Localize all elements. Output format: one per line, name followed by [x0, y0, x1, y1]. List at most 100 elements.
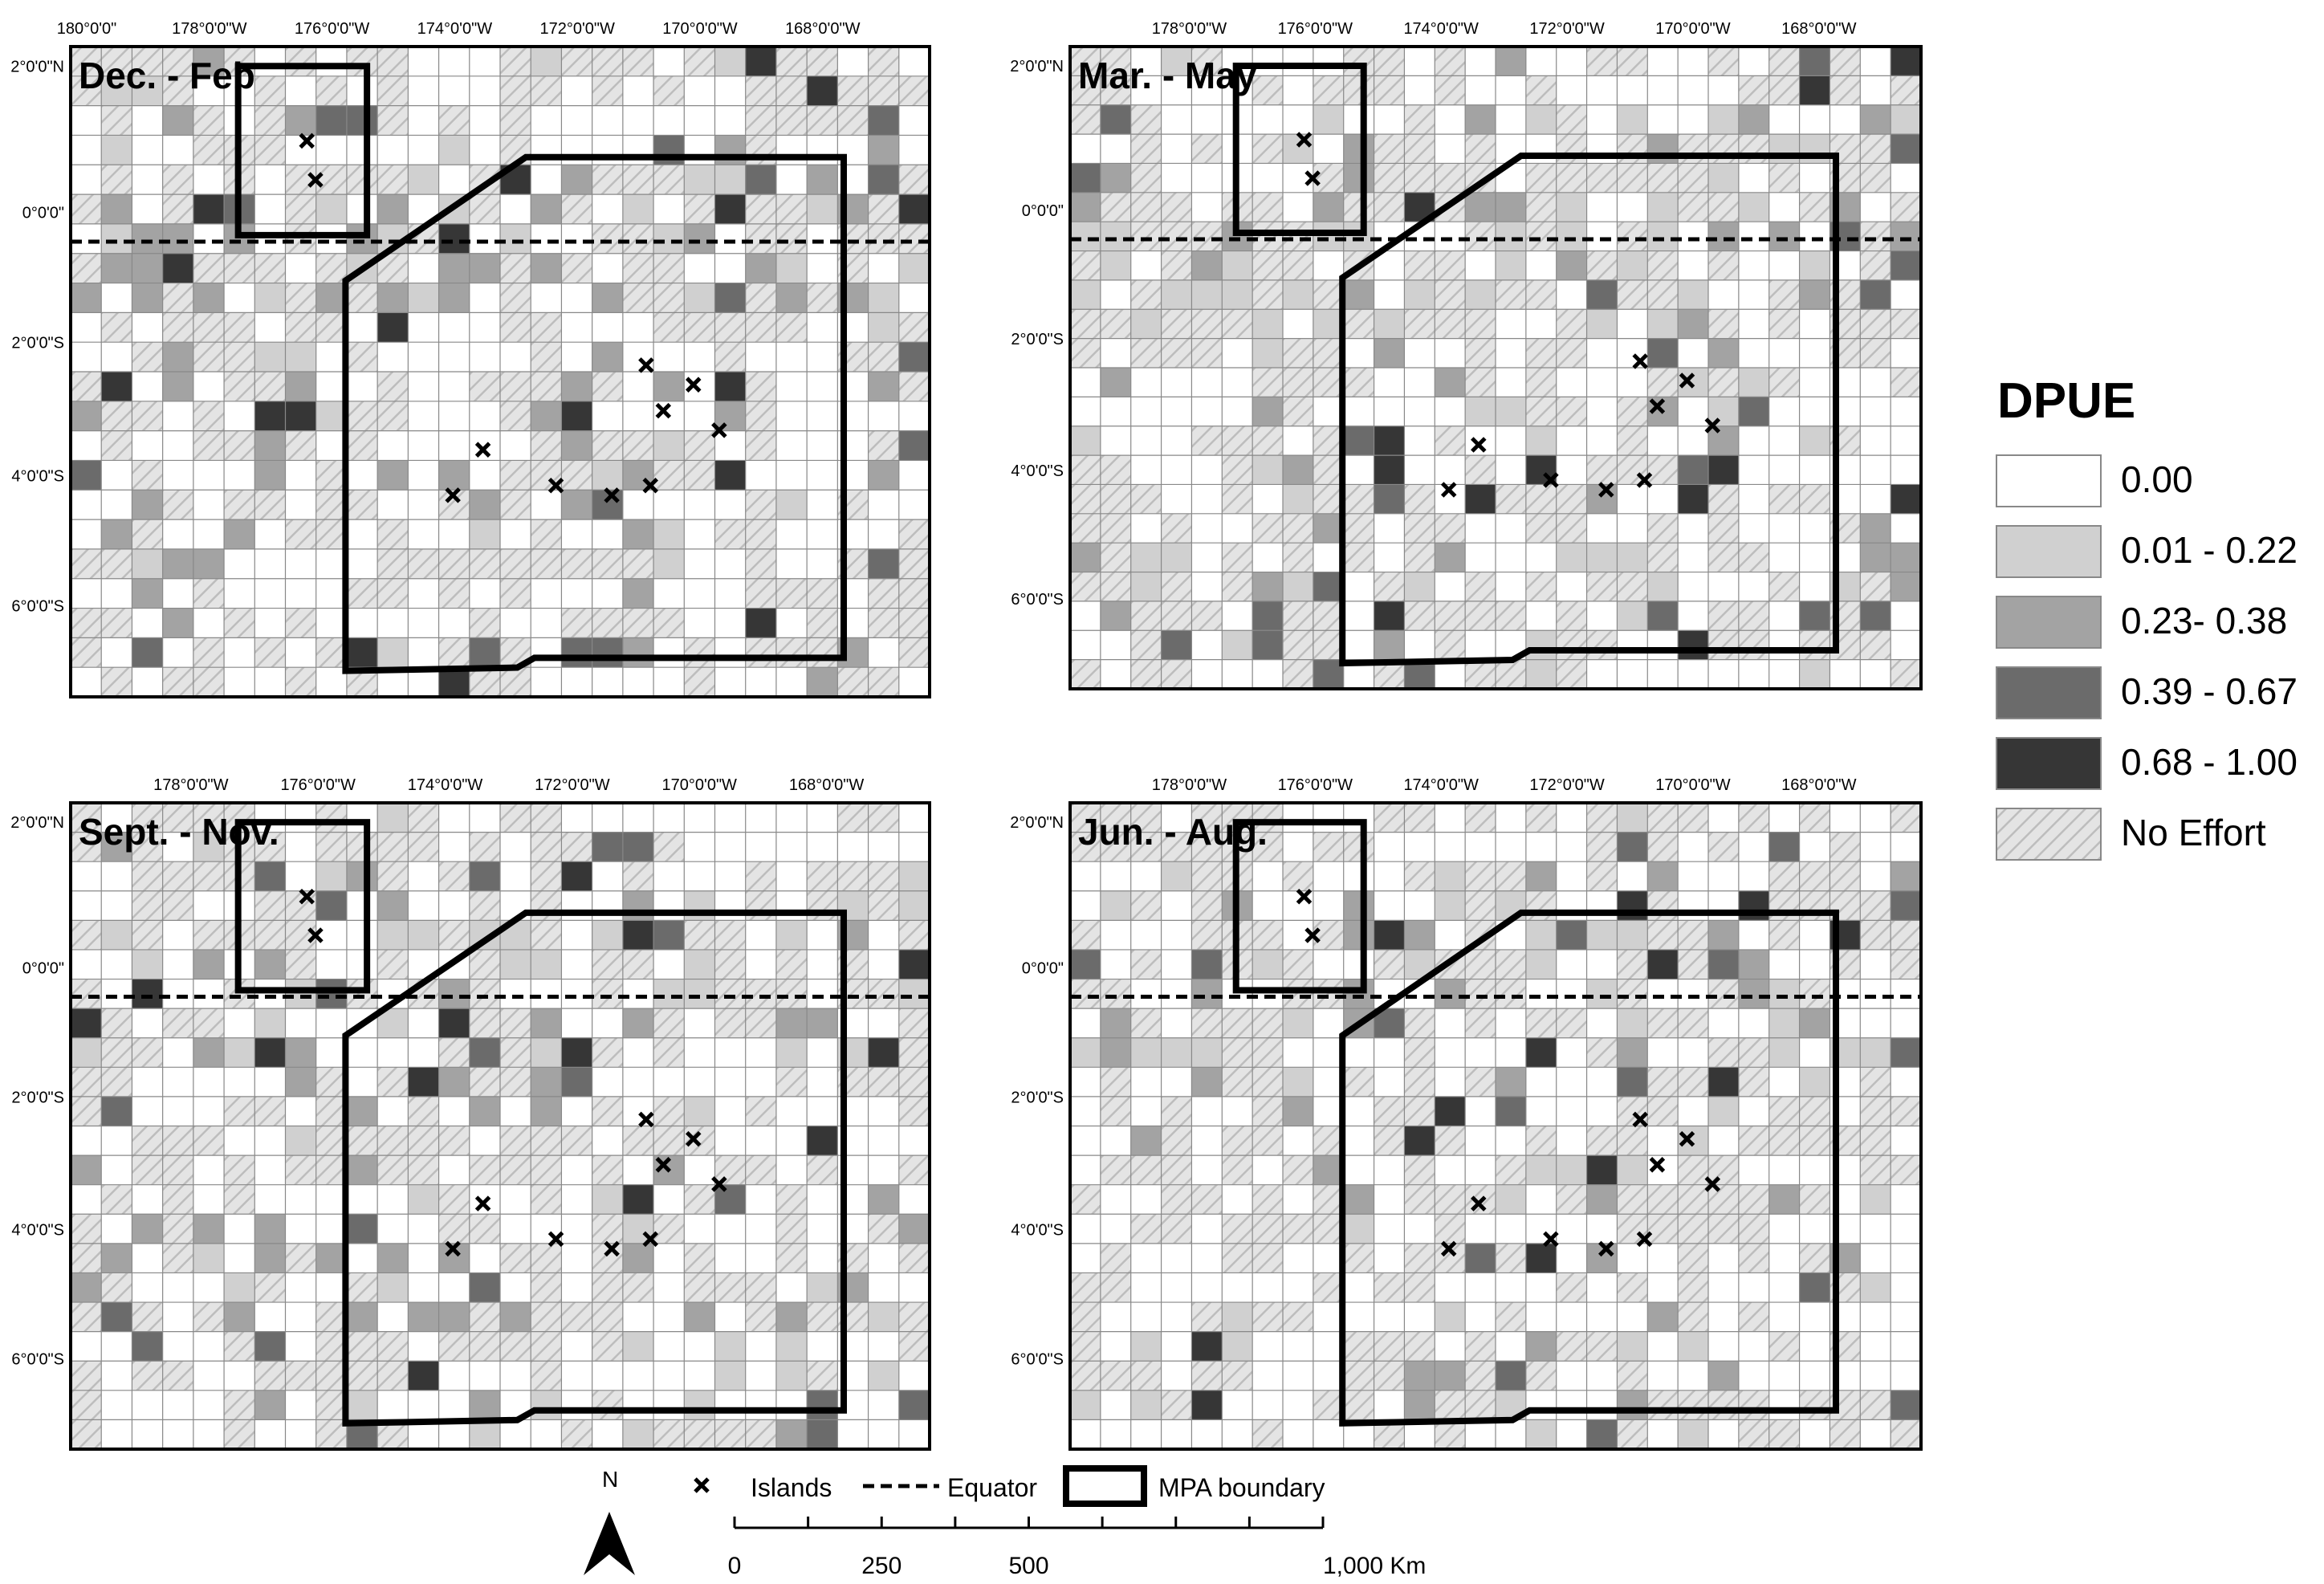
grid-cell: [1283, 803, 1313, 833]
grid-cell: [1465, 1302, 1496, 1332]
grid-cell: [653, 490, 685, 520]
grid-cell: [1891, 601, 1921, 631]
grid-cell: [561, 832, 592, 862]
island-marker: [1296, 132, 1313, 148]
grid-cell: [101, 920, 132, 950]
grid-cell: [714, 1008, 746, 1038]
grid-cell: [1738, 920, 1769, 950]
grid-cell: [71, 135, 102, 165]
grid-cell: [1525, 309, 1557, 339]
grid-cell: [162, 135, 193, 165]
lat-label: 2°0'0"S: [11, 335, 64, 352]
grid-cell: [1313, 1361, 1344, 1391]
grid-cell: [1070, 1184, 1101, 1215]
grid-cell: [653, 832, 685, 862]
grid-cell: [101, 165, 132, 195]
grid-cell: [1283, 979, 1313, 1009]
grid-cell: [101, 832, 132, 862]
grid-cell: [1313, 803, 1344, 833]
grid-cell: [1130, 1302, 1162, 1332]
grid-cell: [653, 1243, 685, 1273]
grid-cell: [1191, 1214, 1223, 1244]
grid-cell: [193, 1067, 225, 1097]
grid-cell: [1130, 368, 1162, 397]
grid-cell: [1891, 368, 1921, 397]
grid-cell: [377, 460, 409, 491]
grid-cell: [807, 47, 838, 76]
grid-cell: [1161, 1155, 1192, 1185]
grid-cell: [1313, 1155, 1344, 1185]
grid-cell: [1678, 920, 1708, 950]
grid-cell: [1343, 1361, 1374, 1391]
grid-cell: [684, 1096, 715, 1126]
grid-cell: [1435, 1037, 1466, 1068]
grid-cell: [1708, 104, 1739, 135]
grid-cell: [1556, 1008, 1587, 1038]
grid-cell: [315, 1008, 347, 1038]
grid-cell: [868, 803, 899, 833]
island-marker: [474, 1195, 491, 1211]
grid-cell: [622, 548, 654, 579]
grid-cell: [1191, 250, 1223, 280]
grid-cell: [561, 1243, 592, 1273]
grid-cell: [315, 1126, 347, 1156]
grid-cell: [469, 548, 500, 579]
grid-cell: [1343, 1390, 1374, 1420]
grid-cell: [1708, 543, 1739, 572]
grid-cell: [1586, 368, 1618, 397]
grid-cell: [1617, 803, 1648, 833]
grid-cell: [469, 1008, 500, 1038]
grid-cell: [1191, 222, 1223, 251]
grid-cell: [1435, 1184, 1466, 1215]
grid-cell: [408, 165, 439, 195]
grid-cell: [377, 1214, 409, 1244]
grid-cell: [561, 578, 592, 609]
grid-cell: [132, 460, 163, 491]
grid-cell: [1496, 368, 1526, 397]
grid-cell: [1768, 979, 1800, 1009]
grid-cell: [1617, 163, 1648, 193]
grid-cell: [1586, 1126, 1618, 1156]
grid-cell: [1738, 484, 1769, 514]
grid-cell: [132, 832, 163, 862]
grid-cell: [1313, 1184, 1344, 1215]
grid-cell: [1070, 338, 1101, 368]
grid-cell: [101, 135, 132, 165]
grid-cell: [1556, 279, 1587, 310]
grid-cell: [1647, 1331, 1679, 1362]
grid-cell: [1647, 104, 1679, 135]
grid-cell: [1465, 1331, 1496, 1362]
grid-cell: [1738, 1361, 1769, 1391]
grid-cell: [193, 430, 225, 461]
grid-cell: [438, 637, 470, 668]
grid-cell: [1860, 659, 1891, 689]
grid-cell: [1586, 250, 1618, 280]
lon-label: 178°0'0"W: [1152, 20, 1227, 38]
grid-cell: [1100, 484, 1131, 514]
grid-cell: [745, 75, 776, 106]
grid-cell: [1252, 1272, 1283, 1303]
grid-cell: [1070, 1155, 1101, 1185]
grid-cell: [438, 667, 470, 697]
grid-cell: [254, 1302, 286, 1332]
grid-cell: [1130, 1126, 1162, 1156]
grid-cell: [408, 1126, 439, 1156]
grid-cell: [1799, 1361, 1830, 1391]
island-marker: [1632, 1111, 1648, 1128]
grid-cell: [592, 1272, 623, 1303]
grid-cell: [775, 578, 808, 609]
grid-cell: [1283, 47, 1313, 76]
legend-label: 0.01 - 0.22: [2121, 529, 2298, 571]
grid-cell: [346, 832, 378, 862]
grid-cell: [469, 1272, 500, 1303]
grid-cell: [1738, 368, 1769, 397]
grid-cell: [1100, 1243, 1131, 1273]
grid-cell: [898, 342, 930, 372]
grid-cell: [1343, 1067, 1374, 1097]
cross-icon: [694, 1477, 710, 1493]
grid-cell: [1678, 832, 1708, 862]
grid-cell: [1617, 832, 1648, 862]
grid-cell: [132, 920, 163, 950]
grid-cell: [868, 1096, 899, 1126]
grid-cell: [1435, 368, 1466, 397]
